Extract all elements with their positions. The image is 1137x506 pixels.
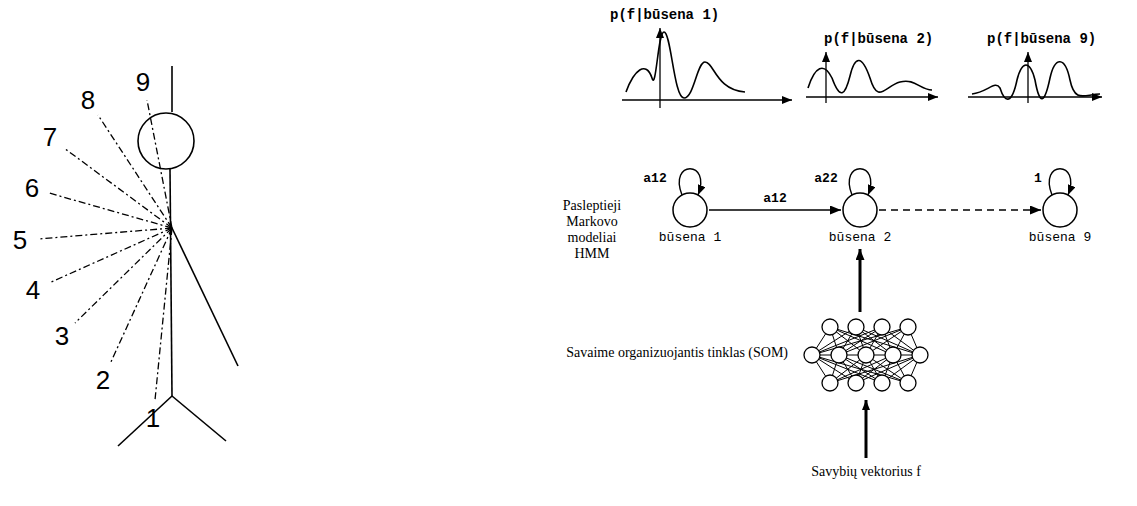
stick-figure bbox=[171, 66, 173, 112]
hmm-state: būsena 2 bbox=[816, 190, 904, 245]
neuron bbox=[831, 347, 847, 363]
probability-plot bbox=[622, 28, 1102, 108]
transition-arrow bbox=[709, 209, 841, 211]
input-arrow bbox=[865, 400, 868, 458]
stick-figure bbox=[170, 169, 172, 396]
arm-positions bbox=[49, 193, 172, 228]
arm-positions bbox=[110, 228, 172, 364]
transition-label: a12 bbox=[642, 171, 667, 186]
callout-number: 6 bbox=[25, 173, 39, 204]
callout-number: 3 bbox=[55, 321, 69, 352]
probability-plot bbox=[972, 62, 1100, 99]
transition-label: 1 bbox=[1033, 171, 1043, 186]
stick-figure bbox=[172, 396, 226, 441]
neuron bbox=[804, 347, 820, 363]
neuron bbox=[900, 319, 916, 335]
plot-title: p(f|būsena 9) bbox=[985, 31, 1098, 47]
arm-positions bbox=[155, 228, 172, 400]
neuron bbox=[858, 347, 874, 363]
state-name: būsena 1 bbox=[646, 230, 734, 245]
stick-figure bbox=[172, 228, 238, 366]
arm-positions bbox=[98, 115, 172, 228]
callout-number: 4 bbox=[26, 275, 40, 306]
model-title: Pasleptieji Markovo modeliai HMM bbox=[552, 198, 632, 262]
callout-number: 7 bbox=[43, 122, 57, 153]
arm-positions bbox=[147, 100, 172, 228]
neuron bbox=[874, 319, 890, 335]
state-name: būsena 9 bbox=[1016, 230, 1104, 245]
state-circle bbox=[820, 190, 900, 230]
arm-positions bbox=[75, 228, 172, 323]
transition-arrow bbox=[859, 249, 862, 312]
stick-figure bbox=[138, 113, 194, 169]
arm-positions bbox=[38, 228, 172, 239]
plot-title: p(f|būsena 2) bbox=[822, 31, 935, 47]
neuron bbox=[848, 375, 864, 391]
transition-arrow bbox=[879, 209, 1041, 211]
state-name: būsena 2 bbox=[816, 230, 904, 245]
probability-plot bbox=[808, 60, 932, 92]
probability-plot bbox=[626, 32, 745, 98]
state-circle bbox=[673, 193, 707, 227]
neuron bbox=[822, 319, 838, 335]
neuron bbox=[912, 347, 928, 363]
neuron bbox=[848, 319, 864, 335]
hmm-state: būsena 1 bbox=[646, 190, 734, 245]
stick-figure bbox=[118, 396, 172, 446]
self-loop bbox=[679, 169, 701, 195]
network-drawing bbox=[800, 315, 930, 395]
probability-plot bbox=[1027, 52, 1028, 103]
arm-positions bbox=[64, 148, 172, 228]
neuron bbox=[900, 375, 916, 391]
self-loop bbox=[1049, 169, 1071, 195]
callout-number: 9 bbox=[136, 67, 150, 98]
hmm-state: būsena 9 bbox=[1016, 190, 1104, 245]
callout-number: 1 bbox=[146, 403, 160, 434]
input-label: Savybių vektorius f bbox=[811, 464, 921, 480]
plot-title: p(f|būsena 1) bbox=[608, 7, 721, 23]
neuron bbox=[822, 375, 838, 391]
transition-label: a22 bbox=[813, 171, 838, 186]
arm-positions bbox=[38, 100, 172, 400]
state-circle bbox=[1043, 193, 1077, 227]
state-circle bbox=[650, 190, 730, 230]
state-circle bbox=[843, 193, 877, 227]
som-network: Savaime organizuojantis tinklas (SOM) bbox=[800, 315, 930, 395]
self-loop bbox=[849, 169, 871, 195]
neuron bbox=[874, 375, 890, 391]
stick-figure bbox=[118, 66, 238, 446]
transition-label: a12 bbox=[761, 191, 788, 206]
neuron bbox=[885, 347, 901, 363]
callout-number: 2 bbox=[96, 365, 110, 396]
probability-plot bbox=[622, 99, 792, 100]
self-loop bbox=[679, 169, 1071, 195]
arm-positions bbox=[49, 228, 172, 283]
network-title: Savaime organizuojantis tinklas (SOM) bbox=[566, 345, 788, 361]
input-arrow bbox=[865, 400, 868, 458]
state-circle bbox=[1020, 190, 1100, 230]
probability-plot bbox=[825, 52, 826, 103]
callout-number: 8 bbox=[81, 85, 95, 116]
callout-number: 5 bbox=[13, 225, 27, 256]
